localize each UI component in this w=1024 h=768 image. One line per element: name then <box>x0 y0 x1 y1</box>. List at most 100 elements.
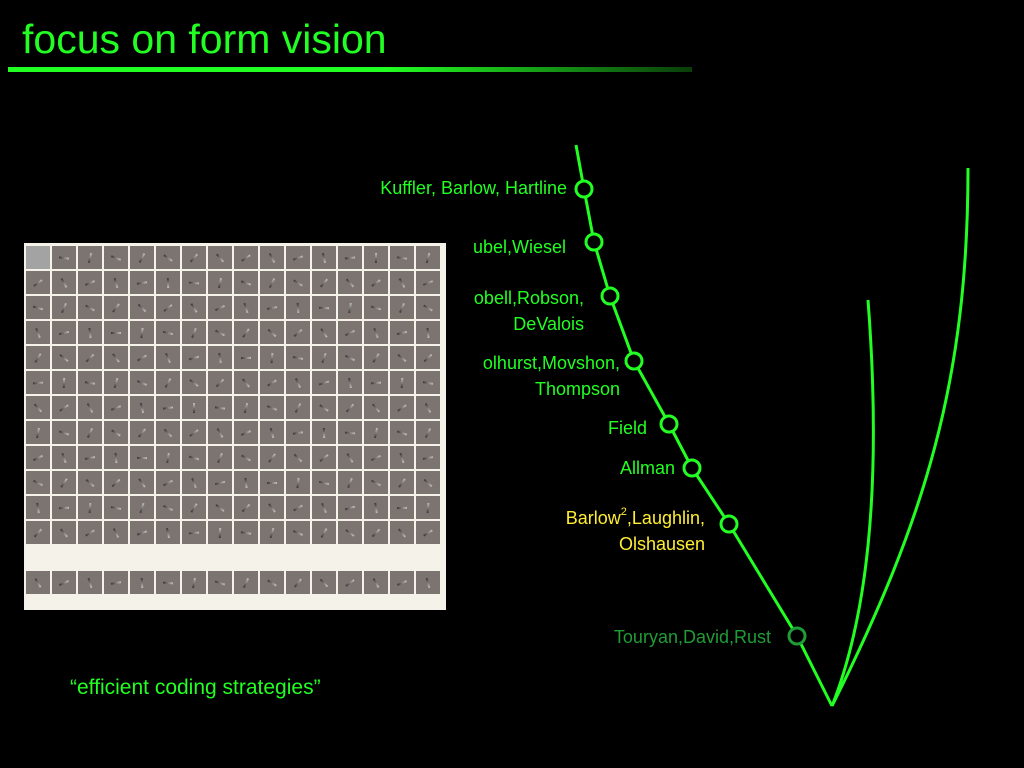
receptive-field-patch <box>78 246 102 269</box>
receptive-field-patch <box>182 321 206 344</box>
receptive-field-patch <box>286 496 310 519</box>
receptive-field-patch <box>52 296 76 319</box>
receptive-field-patch <box>364 421 388 444</box>
receptive-field-patch <box>312 346 336 369</box>
receptive-field-patch <box>26 546 50 569</box>
receptive-field-patch <box>234 421 258 444</box>
receptive-field-patch <box>52 546 76 569</box>
receptive-field-patch <box>130 546 154 569</box>
receptive-field-patch <box>130 471 154 494</box>
receptive-field-patch <box>130 321 154 344</box>
receptive-field-patch <box>208 546 232 569</box>
receptive-field-patch <box>104 546 128 569</box>
receptive-field-patch <box>234 246 258 269</box>
receptive-field-patch <box>78 471 102 494</box>
receptive-field-patch <box>78 321 102 344</box>
researcher-label: Field <box>607 418 647 438</box>
receptive-field-patch <box>130 246 154 269</box>
receptive-field-patch <box>338 571 362 594</box>
receptive-field-patch <box>130 371 154 394</box>
receptive-field-patch <box>156 421 180 444</box>
receptive-field-patch <box>260 471 284 494</box>
receptive-field-patch <box>390 546 414 569</box>
receptive-field-patch <box>26 246 50 269</box>
receptive-field-patch <box>78 496 102 519</box>
receptive-field-patch <box>78 346 102 369</box>
receptive-field-patch <box>416 271 440 294</box>
researcher-label-future: Touryan,David,Rust <box>613 627 771 647</box>
receptive-field-patch <box>260 271 284 294</box>
receptive-field-patch <box>52 571 76 594</box>
receptive-field-patch <box>52 496 76 519</box>
receptive-field-patch <box>312 421 336 444</box>
timeline-node <box>787 626 807 646</box>
receptive-field-patch <box>338 446 362 469</box>
receptive-field-patch <box>208 571 232 594</box>
receptive-field-patch <box>104 471 128 494</box>
receptive-field-patch <box>338 321 362 344</box>
receptive-field-patch <box>182 471 206 494</box>
researcher-label: Kuffler, Barlow, Hartline <box>380 178 567 198</box>
receptive-field-patch <box>104 421 128 444</box>
receptive-field-patch <box>104 571 128 594</box>
receptive-field-patch <box>338 471 362 494</box>
receptive-field-patch <box>26 421 50 444</box>
receptive-field-patch <box>156 521 180 544</box>
receptive-field-patch <box>52 396 76 419</box>
receptive-field-patch <box>52 321 76 344</box>
receptive-field-patch <box>364 471 388 494</box>
receptive-field-patch <box>364 296 388 319</box>
receptive-field-patch <box>286 346 310 369</box>
receptive-field-patch <box>390 421 414 444</box>
receptive-field-patch <box>234 546 258 569</box>
receptive-field-patch <box>208 421 232 444</box>
receptive-field-patch <box>234 396 258 419</box>
receptive-field-patch <box>338 421 362 444</box>
receptive-field-patch <box>286 446 310 469</box>
page-title: focus on form vision <box>22 16 387 62</box>
receptive-field-patch <box>260 296 284 319</box>
receptive-field-patch <box>182 346 206 369</box>
receptive-field-patch <box>182 271 206 294</box>
receptive-field-patch <box>234 296 258 319</box>
receptive-field-patch <box>416 246 440 269</box>
receptive-field-patch <box>26 521 50 544</box>
receptive-field-patch <box>182 396 206 419</box>
receptive-field-patch <box>104 246 128 269</box>
receptive-field-patch <box>390 496 414 519</box>
receptive-field-patch <box>416 321 440 344</box>
receptive-field-patch <box>156 321 180 344</box>
receptive-field-patch <box>104 396 128 419</box>
receptive-field-patch <box>260 396 284 419</box>
receptive-field-patch <box>182 246 206 269</box>
receptive-field-patch <box>364 396 388 419</box>
receptive-field-patch <box>234 446 258 469</box>
timeline-node <box>584 232 604 252</box>
receptive-field-patch <box>130 396 154 419</box>
receptive-field-patch <box>182 546 206 569</box>
receptive-field-patch <box>78 446 102 469</box>
receptive-field-patch <box>390 271 414 294</box>
receptive-field-patch <box>182 521 206 544</box>
timeline-branch-curve-inner <box>830 299 875 707</box>
receptive-field-patch <box>338 396 362 419</box>
receptive-field-patch <box>208 321 232 344</box>
receptive-field-patch <box>156 496 180 519</box>
receptive-field-patch <box>390 371 414 394</box>
receptive-field-patch <box>416 421 440 444</box>
receptive-field-patch <box>208 521 232 544</box>
receptive-field-patch <box>182 296 206 319</box>
receptive-field-patch <box>312 546 336 569</box>
receptive-field-patch <box>52 446 76 469</box>
receptive-field-patch <box>416 446 440 469</box>
receptive-field-patch <box>78 396 102 419</box>
receptive-field-patch <box>234 271 258 294</box>
receptive-field-patch <box>78 571 102 594</box>
researcher-label-highlighted: Barlow2,Laughlin, Olshausen <box>565 506 705 554</box>
receptive-field-patch <box>260 546 284 569</box>
receptive-field-patch <box>312 496 336 519</box>
timeline-main-curve <box>574 144 834 707</box>
receptive-field-patch <box>260 496 284 519</box>
receptive-field-patch <box>260 246 284 269</box>
receptive-field-patch <box>260 321 284 344</box>
